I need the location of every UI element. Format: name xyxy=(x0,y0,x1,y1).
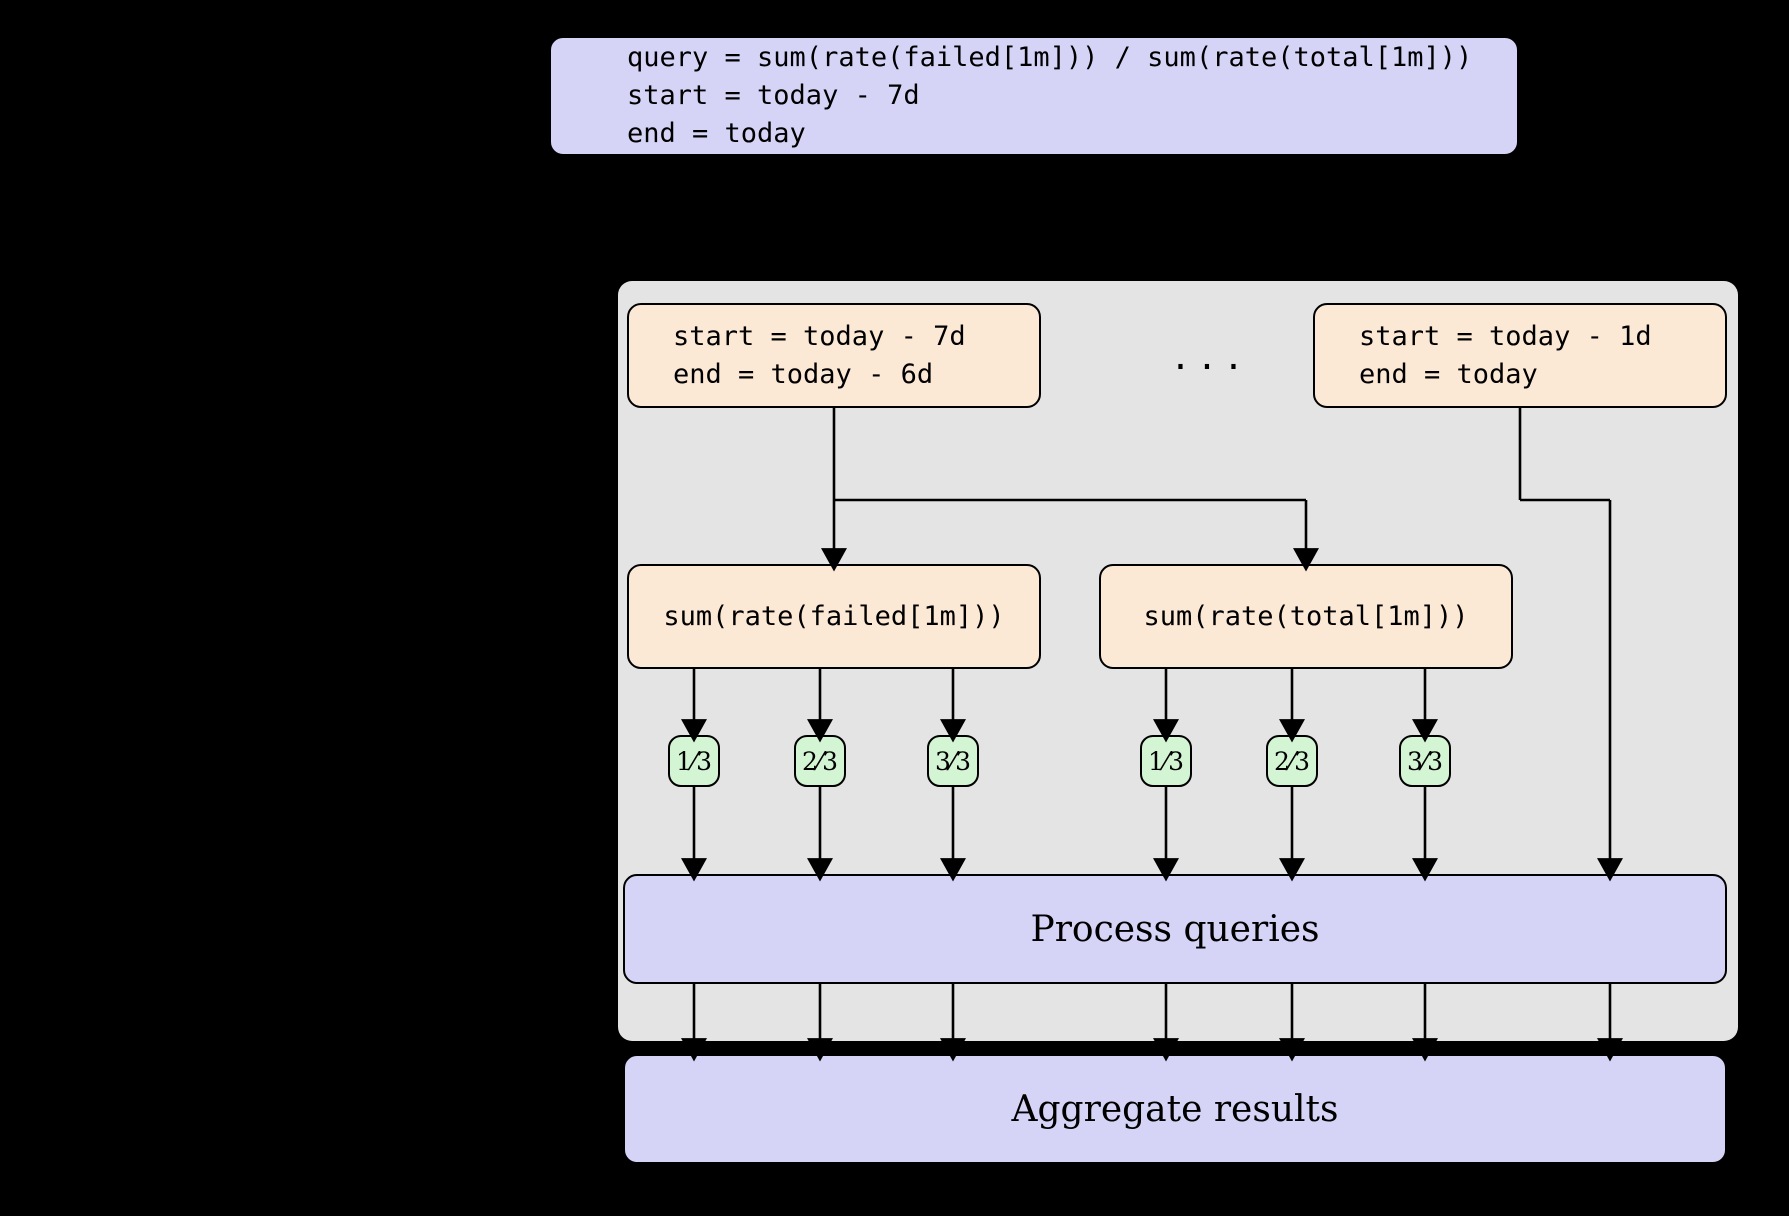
chunk-badge-failed-2: 2⁄3 xyxy=(794,735,846,787)
chunk-badge-failed-1: 1⁄3 xyxy=(668,735,720,787)
query-line-start: start = today - 7d xyxy=(627,80,920,111)
chunk-badge-total-1: 1⁄3 xyxy=(1140,735,1192,787)
shard-last-start: start = today - 1d xyxy=(1359,320,1652,352)
chunk-badge-total-2: 2⁄3 xyxy=(1266,735,1318,787)
process-queries-box: Process queries xyxy=(623,874,1727,984)
query-definition-box: query = sum(rate(failed[1m])) / sum(rate… xyxy=(549,36,1519,156)
metric-box-failed: sum(rate(failed[1m])) xyxy=(627,564,1041,669)
chunk-badge-total-3: 3⁄3 xyxy=(1399,735,1451,787)
shard-first-end: end = today - 6d xyxy=(673,358,934,390)
shard-last-end: end = today xyxy=(1359,358,1538,390)
shard-range-ellipsis: ... xyxy=(1170,338,1250,378)
process-queries-label: Process queries xyxy=(1030,908,1320,950)
metric-label-total: sum(rate(total[1m])) xyxy=(1143,600,1469,632)
metric-box-total: sum(rate(total[1m])) xyxy=(1099,564,1513,669)
aggregate-results-box: Aggregate results xyxy=(623,1054,1727,1164)
query-line-end: end = today xyxy=(627,118,806,149)
query-line-expression: query = sum(rate(failed[1m])) / sum(rate… xyxy=(627,42,1473,73)
chunk-badge-failed-3: 3⁄3 xyxy=(927,735,979,787)
shard-first-start: start = today - 7d xyxy=(673,320,966,352)
aggregate-results-label: Aggregate results xyxy=(1011,1088,1339,1130)
shard-range-box-first: start = today - 7d end = today - 6d xyxy=(627,303,1041,408)
shard-range-box-last: start = today - 1d end = today xyxy=(1313,303,1727,408)
metric-label-failed: sum(rate(failed[1m])) xyxy=(663,600,1005,632)
